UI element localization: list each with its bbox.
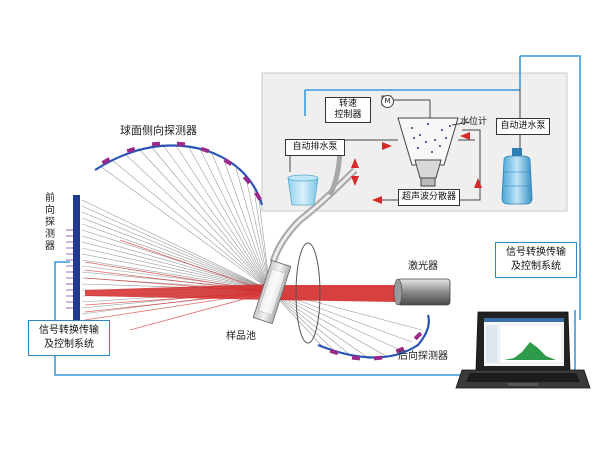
side-detector-elements xyxy=(101,141,262,201)
scatter-ray xyxy=(269,289,371,360)
scatter-ray xyxy=(211,153,271,291)
scatter-ray xyxy=(81,229,271,291)
auto-inlet-pump-box: 自动进水泵 xyxy=(496,118,550,135)
scatter-ray xyxy=(81,241,271,291)
scatter-ray xyxy=(99,165,271,291)
scatter-ray xyxy=(81,199,271,291)
back-detector-element xyxy=(329,348,339,356)
scatter-ray xyxy=(149,144,271,291)
water-level-meter-label: 水位计 xyxy=(460,117,488,127)
scatter-ray xyxy=(81,259,271,291)
back-detector-arc xyxy=(317,314,430,359)
scatter-ray xyxy=(245,177,271,291)
scatter-ray xyxy=(81,247,271,291)
signal-control-left-line1: 信号转换传输 xyxy=(39,325,99,336)
water-bottle xyxy=(501,148,533,205)
spherical-side-detectors-label: 球面侧向探测器 xyxy=(120,124,197,137)
scatter-ray xyxy=(174,143,271,291)
signal-control-right-line1: 信号转换传输 xyxy=(506,247,566,258)
scatter-ray xyxy=(161,143,271,291)
side-detector-element xyxy=(101,157,111,165)
side-detector-element xyxy=(200,146,210,154)
laser-label: 激光器 xyxy=(408,261,438,272)
ultrasonic-disperser-box: 超声波分散器 xyxy=(398,189,460,206)
signal-control-box-left: 信号转换传输 及控制系统 xyxy=(28,320,110,356)
back-detector-element xyxy=(373,355,383,361)
front-detectors-vertical-text: 前向探测器 xyxy=(45,193,55,252)
scatter-ray xyxy=(269,289,355,359)
flow-arrows xyxy=(351,132,482,204)
scatter-ray xyxy=(81,211,271,291)
motor-icon: M xyxy=(381,95,394,108)
signal-control-right-line2: 及控制系统 xyxy=(511,261,561,272)
laser-beams xyxy=(84,239,398,331)
scatter-ray xyxy=(137,147,271,291)
signal-control-box-right: 信号转换传输 及控制系统 xyxy=(495,242,577,278)
collecting-lens xyxy=(295,242,321,344)
scatter-ray xyxy=(269,289,339,355)
side-detector-element xyxy=(176,141,186,147)
speed-controller-line2: 控制器 xyxy=(334,110,362,120)
back-detector-element xyxy=(395,346,405,354)
front-detector-teeth xyxy=(66,229,73,309)
front-detector-array xyxy=(73,195,80,320)
dispersed-particles xyxy=(411,123,451,153)
drain-bucket xyxy=(287,174,319,206)
sample-cell xyxy=(252,259,292,325)
scatter-ray xyxy=(81,217,271,291)
side-detector-element xyxy=(254,191,262,201)
scatter-ray xyxy=(81,253,271,291)
dispersion-internals xyxy=(289,88,521,201)
speed-controller-line1: 转速 xyxy=(338,99,357,109)
scatter-ray xyxy=(81,223,271,291)
scatter-ray xyxy=(235,167,271,291)
scatter-ray xyxy=(199,148,271,291)
speed-controller-box: 转速 控制器 xyxy=(325,97,371,123)
back-detector-element xyxy=(351,355,361,361)
back-detector-elements xyxy=(329,331,423,361)
scatter-ray xyxy=(223,159,271,291)
motor-symbol: M xyxy=(384,97,391,105)
laser-device xyxy=(393,278,451,306)
side-detector-element xyxy=(151,141,161,147)
scatter-ray xyxy=(269,289,387,357)
scatter-ray xyxy=(187,145,271,291)
signal-control-left-line2: 及控制系统 xyxy=(44,339,94,350)
sample-cell-label: 样品池 xyxy=(226,331,256,342)
side-detector-element xyxy=(223,158,233,166)
scatter-ray xyxy=(111,159,271,291)
scatter-ray xyxy=(81,205,271,291)
laptop-computer xyxy=(455,311,591,389)
side-detector-element xyxy=(242,175,252,185)
scatter-ray xyxy=(124,153,271,291)
auto-drain-pump-box: 自动排水泵 xyxy=(285,139,345,156)
back-detector-element xyxy=(413,331,423,341)
side-detector-element xyxy=(126,146,136,154)
back-detectors-label: 后向探测器 xyxy=(398,351,448,362)
